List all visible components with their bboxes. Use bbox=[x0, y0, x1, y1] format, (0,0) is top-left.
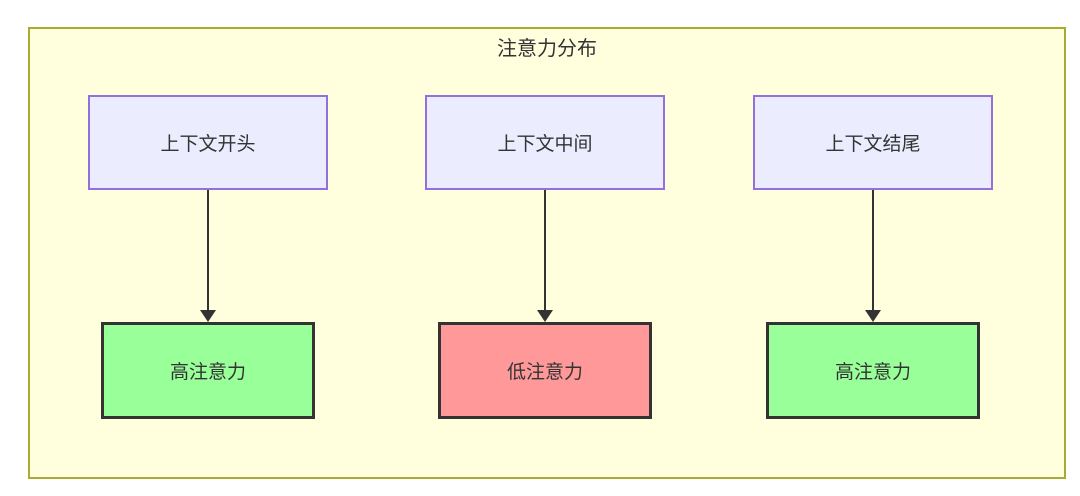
arrow-down-icon bbox=[865, 190, 881, 322]
high-attention-node-right: 高注意力 bbox=[766, 322, 980, 419]
context-middle-label: 上下文中间 bbox=[497, 134, 593, 155]
arrow-shaft bbox=[207, 190, 209, 310]
context-start-label: 上下文开头 bbox=[160, 134, 256, 155]
high-attention-label-right: 高注意力 bbox=[834, 362, 911, 383]
arrow-down-icon bbox=[200, 190, 216, 322]
context-end-node: 上下文结尾 bbox=[753, 95, 993, 190]
high-attention-node-left: 高注意力 bbox=[101, 322, 315, 419]
arrow-head bbox=[865, 310, 881, 322]
attention-distribution-frame: 注意力分布 上下文开头 高注意力 上下文中间 低注意力 bbox=[28, 27, 1066, 479]
diagram-title: 注意力分布 bbox=[497, 38, 597, 60]
low-attention-label: 低注意力 bbox=[506, 362, 583, 383]
low-attention-node: 低注意力 bbox=[438, 322, 652, 419]
flow-column-middle: 上下文中间 低注意力 bbox=[425, 95, 665, 419]
arrow-down-icon bbox=[537, 190, 553, 322]
arrow-head bbox=[200, 310, 216, 322]
arrow-head bbox=[537, 310, 553, 322]
context-middle-node: 上下文中间 bbox=[425, 95, 665, 190]
context-end-label: 上下文结尾 bbox=[825, 134, 921, 155]
high-attention-label-left: 高注意力 bbox=[169, 362, 246, 383]
arrow-shaft bbox=[544, 190, 546, 310]
context-start-node: 上下文开头 bbox=[88, 95, 328, 190]
flow-column-end: 上下文结尾 高注意力 bbox=[753, 95, 993, 419]
flow-column-start: 上下文开头 高注意力 bbox=[88, 95, 328, 419]
arrow-shaft bbox=[872, 190, 874, 310]
